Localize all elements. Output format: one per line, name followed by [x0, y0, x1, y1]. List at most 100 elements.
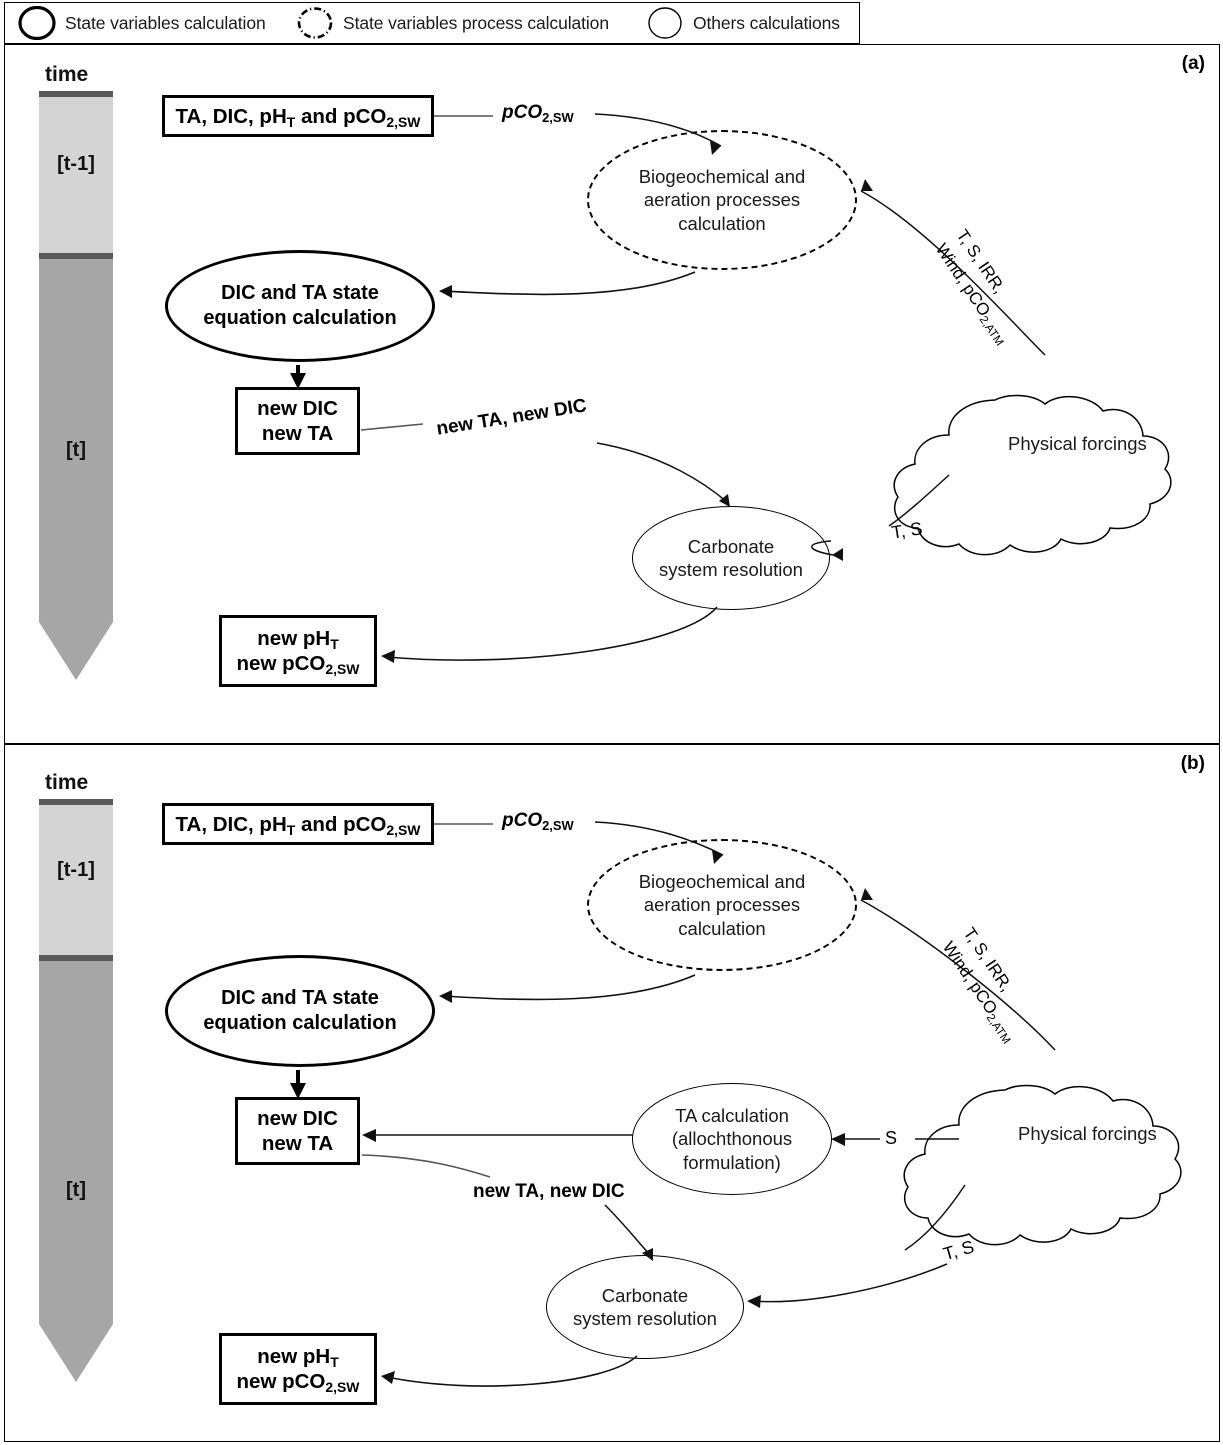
ta-calc-line-3-b: formulation)	[683, 1151, 781, 1173]
arrowhead-s-tacalc-b	[831, 1133, 845, 1146]
biogeo-line-1-b: Biogeochemical and	[638, 871, 806, 893]
state-eq-line-2-b: equation calculation	[203, 1012, 397, 1034]
ta-calc-line-2-b: (allochthonous	[671, 1128, 793, 1150]
edge-carbonate-to-newph-a	[386, 606, 718, 661]
panel-b-tag: (b)	[1180, 753, 1205, 774]
biogeo-line-2-a: aeration processes	[643, 189, 801, 211]
biogeo-line-3-b: calculation	[678, 917, 766, 939]
node-new-dic-ta-a: new DIC new TA	[235, 387, 360, 455]
arrowhead-carbonate-newph-b	[381, 1371, 395, 1384]
edge-biogeo-to-stateeq-a	[442, 271, 696, 296]
panel-a: (a) time [t-1] [t] TA, DIC, pHT and pCO2…	[4, 44, 1220, 744]
ta-calc-line-1-b: TA calculation	[675, 1105, 789, 1127]
edge-ts-to-carbonate-b	[752, 1263, 948, 1303]
node-new-ph-pco2-a: new pHT new pCO2,SW	[219, 615, 377, 687]
panel-b: (b) time [t-1] [t] TA, DIC, pHT and pCO2…	[4, 744, 1220, 1442]
edge-newdic-to-label-b	[361, 1154, 491, 1178]
node-biogeochemical-process-b: Biogeochemical and aeration processes ca…	[587, 839, 857, 971]
edge-label-ts-b: T, S	[941, 1236, 977, 1265]
state-box-text-b: TA, DIC, pHT and pCO2,SW	[175, 812, 421, 838]
edge-label-s-b: S	[885, 1128, 898, 1148]
panel-a-tag: (a)	[1181, 53, 1205, 74]
node-new-ph-pco2-b: new pHT new pCO2,SW	[219, 1333, 377, 1405]
new-ph-line-2-b: new pCO2,SW	[236, 1370, 360, 1396]
edge-label-ts-a: T, S	[890, 518, 924, 543]
time-axis-title-b: time	[45, 771, 89, 794]
arrowhead-tacalc-newdic-b	[362, 1129, 376, 1142]
arrowhead-forcing-biogeo-a	[861, 179, 873, 191]
time-cap-mid-b	[39, 955, 113, 961]
legend-item-state-variables-process: State variables process calculation	[295, 3, 609, 43]
time-segment-label-t-b: [t]	[66, 1179, 86, 1201]
legend-item-others: Others calculations	[645, 3, 840, 43]
time-arrow-head-a	[39, 622, 113, 680]
biogeo-line-2-b: aeration processes	[643, 894, 801, 916]
edge-carbonate-to-newph-b	[386, 1355, 638, 1387]
node-physical-forcings-cloud-b	[903, 1084, 1182, 1246]
new-ph-line-1-a: new pHT	[257, 627, 339, 653]
thin-ellipse-icon	[648, 7, 682, 39]
time-segment-t-minus-1-a: [t-1]	[39, 97, 113, 253]
time-cap-top-b	[39, 799, 113, 805]
new-dic-line-2-a: new TA	[261, 422, 334, 445]
state-eq-line-2-a: equation calculation	[203, 307, 397, 329]
new-dic-line-2-b: new TA	[261, 1132, 334, 1155]
edge-label-to-carbonate-a	[596, 442, 728, 503]
node-ta-calculation-b: TA calculation (allochthonous formulatio…	[632, 1083, 832, 1195]
arrowhead-forcing-biogeo-b	[861, 888, 873, 900]
arrowhead-biogeo-stateeq-a	[439, 285, 452, 298]
time-segment-label-t-minus-1-b: [t-1]	[57, 859, 95, 881]
edge-label-to-carbonate-b	[604, 1204, 651, 1256]
carbonate-line-2-a: system resolution	[659, 559, 803, 580]
cloud-label-b: Physical forcings	[1018, 1123, 1157, 1144]
edge-newdic-to-label-a	[360, 423, 424, 431]
overlay-a: Physical forcings	[290, 113, 1172, 663]
time-segment-label-t-a: [t]	[66, 439, 86, 461]
edge-biogeo-to-stateeq-b	[442, 974, 696, 1001]
legend-label-1: State variables process calculation	[343, 12, 609, 33]
time-cap-top-a	[39, 91, 113, 97]
new-ph-line-2-a: new pCO2,SW	[236, 652, 360, 678]
new-dic-line-1-b: new DIC	[257, 1107, 338, 1130]
new-dic-line-1-a: new DIC	[257, 397, 338, 420]
edge-label-pco2sw-b: pCO2,SW	[502, 810, 574, 833]
time-cap-mid-a	[39, 253, 113, 259]
arrowhead-biogeo-stateeq-b	[439, 990, 452, 1003]
state-box-text-a: TA, DIC, pHT and pCO2,SW	[175, 104, 421, 130]
legend-label-0: State variables calculation	[65, 12, 266, 33]
arrowhead-carbonate-newph-a	[381, 650, 395, 663]
node-biogeochemical-process-a: Biogeochemical and aeration processes ca…	[587, 130, 857, 270]
node-carbonate-system-a: Carbonate system resolution	[632, 506, 830, 610]
node-state-variables-box-a: TA, DIC, pHT and pCO2,SW	[162, 95, 434, 137]
time-segment-t-b: [t]	[39, 961, 113, 1324]
carbonate-line-1-b: Carbonate	[601, 1284, 689, 1306]
edge-label-new-ta-new-dic-a: new TA, new DIC	[435, 395, 589, 440]
edge-label-forcings-b: T, S, IRR, Wind, pCO2,ATM	[936, 923, 1042, 1047]
state-eq-line-1-a: DIC and TA state	[221, 282, 379, 304]
carbonate-line-1-a: Carbonate	[687, 535, 775, 557]
edge-label-forcings-a: T, S, IRR, Wind, pCO2,ATM	[929, 225, 1035, 349]
cloud-label-a: Physical forcings	[1008, 433, 1147, 454]
time-axis-title-a: time	[45, 63, 89, 86]
carbonate-line-2-b: system resolution	[573, 1308, 717, 1329]
legend-label-2: Others calculations	[693, 12, 840, 33]
biogeo-line-3-a: calculation	[678, 212, 766, 234]
time-segment-t-minus-1-b: [t-1]	[39, 805, 113, 955]
legend-item-state-variables: State variables calculation	[17, 3, 266, 43]
edge-label-new-ta-new-dic-b: new TA, new DIC	[473, 1181, 625, 1202]
node-state-variables-box-b: TA, DIC, pHT and pCO2,SW	[162, 803, 434, 845]
node-state-equation-b: DIC and TA state equation calculation	[165, 955, 435, 1067]
node-state-equation-a: DIC and TA state equation calculation	[165, 250, 435, 362]
solid-ellipse-icon	[18, 6, 56, 40]
node-new-dic-ta-b: new DIC new TA	[235, 1097, 360, 1165]
time-segment-label-t-minus-1-a: [t-1]	[57, 153, 95, 175]
node-physical-forcings-cloud-a	[893, 394, 1172, 556]
dashed-ellipse-icon	[297, 7, 333, 39]
biogeo-line-1-a: Biogeochemical and	[638, 166, 806, 188]
time-arrow-head-b	[39, 1324, 113, 1382]
arrowhead-ts-carbonate-b	[747, 1295, 761, 1308]
time-segment-t-a: [t]	[39, 259, 113, 622]
legend: State variables calculation State variab…	[4, 2, 860, 44]
edge-label-pco2sw-a: pCO2,SW	[502, 102, 574, 125]
